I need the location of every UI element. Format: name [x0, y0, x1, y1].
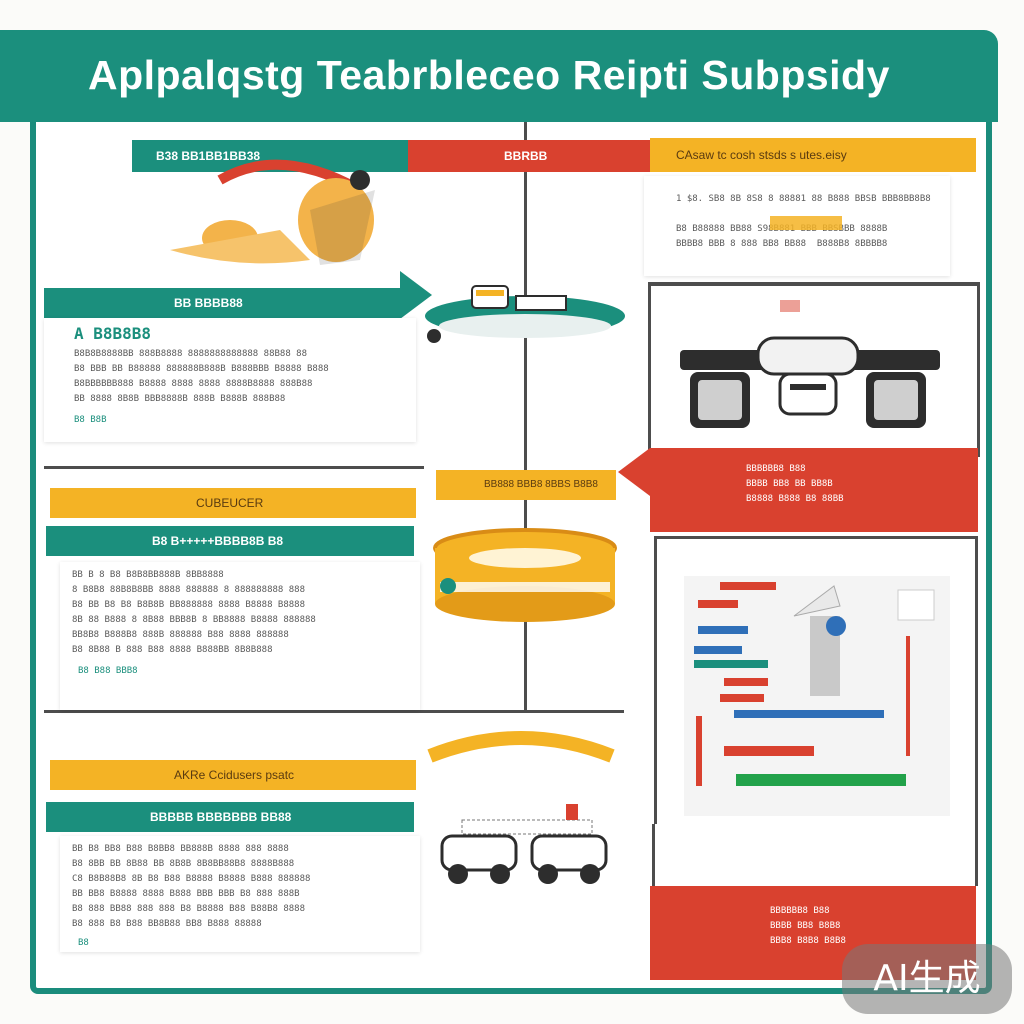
- connector-horizontal-1: [44, 466, 424, 469]
- red-callout-arrow: [618, 448, 650, 496]
- top-left-banner-label: B38 BB1BB1BB38: [156, 149, 261, 163]
- bottom-right-spacer: [652, 824, 978, 886]
- section3-footer: B8: [78, 938, 89, 948]
- section3-card: BB B8 BB8 B88 B8BB8 BB888B 8888 888 8888…: [60, 836, 420, 952]
- section2-body: BB B 8 B8 B8B8BB888B 8BB8888 8 B8B8 88B8…: [72, 570, 316, 655]
- top-mid-banner: BBRBB: [408, 140, 652, 172]
- section3-arc-ribbon: [427, 731, 615, 763]
- ship-illustration: [425, 285, 625, 343]
- section2-teal-banner-label: B8 B+++++BBBB8B B8: [152, 534, 284, 548]
- highlight-mark: [770, 216, 842, 230]
- section2-mid-ribbon-label: BB888 BBB8 8BBS B8B8: [484, 479, 598, 490]
- section2-mid-ribbon: BB888 BBB8 8BBS B8B8: [436, 470, 616, 500]
- ai-generated-badge: AI生成: [842, 944, 1012, 1014]
- section2-card: BB B 8 B8 B8B8BB888B 8BB8888 8 B8B8 88B8…: [60, 562, 420, 710]
- section3-teal-banner-label: BBBBB BBBBBBB BB88: [150, 810, 292, 824]
- connector-horizontal-2: [44, 710, 624, 713]
- section1-banner-arrow: [400, 271, 432, 319]
- section1-card: A B8B8B8 B8B8B8888BB 888B8888 8888888888…: [44, 318, 416, 442]
- section3-body: BB B8 BB8 B88 B8BB8 BB888B 8888 888 8888…: [72, 844, 311, 929]
- top-right-card-text: 1 $8. SB8 8B 8S8 8 88881 88 B888 BBSB BB…: [676, 194, 931, 249]
- connector-vertical: [524, 122, 527, 712]
- section1-body: B8B8B8888BB 888B8888 8888888888888 88B88…: [74, 349, 329, 404]
- section3-yellow-banner-label: AKRe Ccidusers psatc: [174, 768, 295, 782]
- section2-footer: B8 B88 BBB8: [78, 666, 138, 676]
- hand-illustration: [170, 159, 375, 265]
- section2-red-callout-text: BBBBBB8 B88 BBBB BB8 BB BB8B B8888 B888 …: [746, 464, 844, 504]
- top-mid-banner-label: BBRBB: [504, 149, 548, 163]
- spreadsheet-diagram: [684, 576, 950, 816]
- bottom-right-red-text: BBBBBB8 B88 BBBB BB8 B8B8 BBB8 B8B8 B8B8: [770, 906, 846, 946]
- vr-goggles-icon: [680, 300, 940, 428]
- cars-illustration: [440, 804, 608, 884]
- section1-heading: A B8B8B8: [74, 324, 152, 343]
- drum-illustration: [433, 528, 617, 622]
- title-bar: [0, 30, 998, 122]
- diagram-title: Aplpalqstg Teabrbleceo Reipti Subpsidy: [88, 52, 890, 98]
- section1-banner-label: BB BBBB88: [174, 296, 243, 310]
- section1-banner: BB BBBB88: [44, 288, 400, 318]
- section3-teal-banner: BBBBB BBBBBBB BB88: [46, 802, 414, 832]
- bottom-right-red-panel: BBBBBB8 B88 BBBB BB8 B8B8 BBB8 B8B8 B8B8: [650, 886, 976, 980]
- section3-yellow-banner: AKRe Ccidusers psatc: [50, 760, 416, 790]
- section2-red-callout: BBBBBB8 B88 BBBB BB8 BB BB8B B8888 B888 …: [650, 448, 978, 532]
- section2-yellow-banner: CUBEUCER: [50, 488, 416, 518]
- top-right-banner: CAsaw tc cosh stsds s utes.eisy: [650, 138, 976, 172]
- section1-footer: B8 B8B: [74, 415, 107, 425]
- top-right-banner-label: CAsaw tc cosh stsds s utes.eisy: [676, 148, 847, 162]
- section2-yellow-banner-label: CUBEUCER: [196, 496, 264, 510]
- section2-teal-banner: B8 B+++++BBBB8B B8: [46, 526, 414, 556]
